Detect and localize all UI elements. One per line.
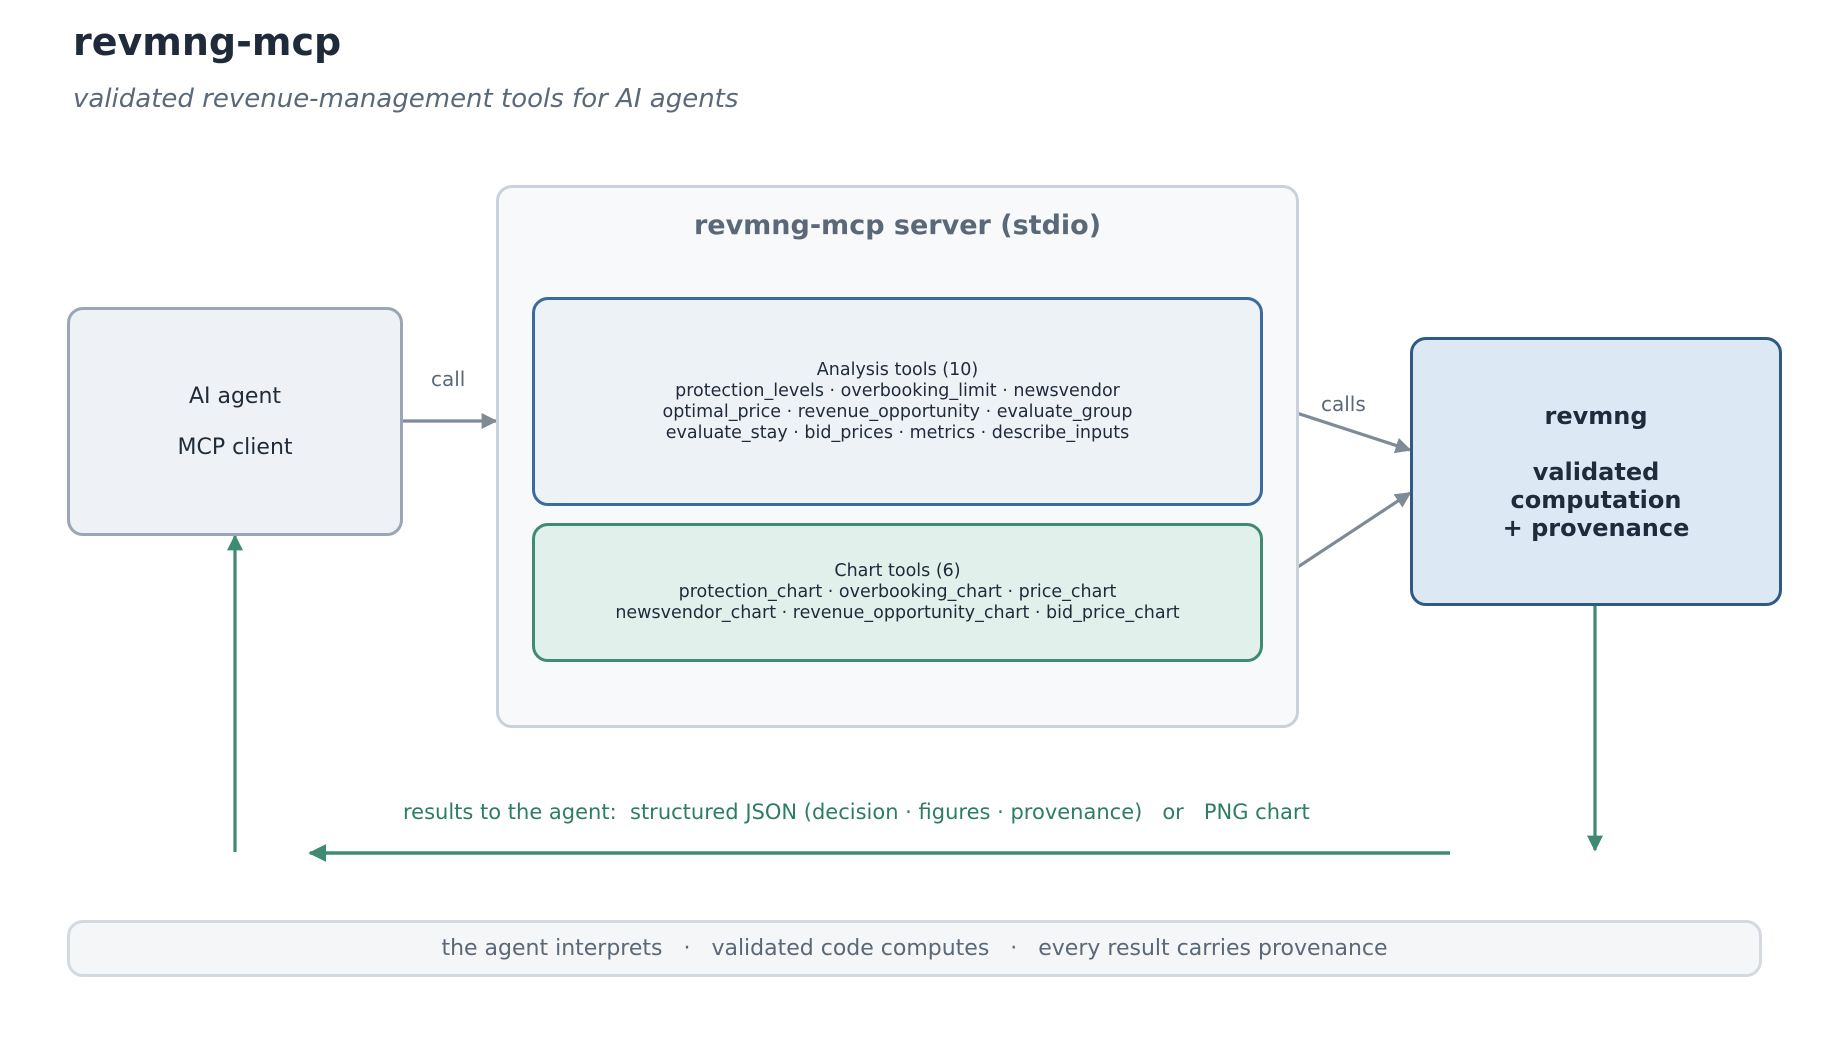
- chart-tools-line: newsvendor_chart · revenue_opportunity_c…: [615, 603, 1180, 623]
- mcp-client-label: MCP client: [177, 434, 293, 460]
- chart-tools-line: protection_chart · overbooking_chart · p…: [678, 582, 1117, 602]
- results-edge-label: results to the agent: structured JSON (d…: [403, 800, 1310, 824]
- revmng-line: validated: [1532, 457, 1660, 486]
- server-title: revmng-mcp server (stdio): [693, 210, 1102, 241]
- page-subtitle: validated revenue-management tools for A…: [73, 84, 739, 114]
- footer-banner: the agent interprets · validated code co…: [67, 920, 1762, 977]
- agent-label: AI agent: [188, 383, 282, 409]
- page-title: revmng-mcp: [73, 20, 342, 64]
- chart-tools-box: Chart tools (6) protection_chart · overb…: [532, 523, 1263, 662]
- footer-text: the agent interprets · validated code co…: [441, 936, 1388, 961]
- call-edge-label: call: [431, 367, 466, 391]
- analysis-tools-heading: Analysis tools (10): [816, 359, 979, 380]
- ai-agent-box: AI agent MCP client: [67, 307, 403, 536]
- revmng-line: + provenance: [1502, 513, 1690, 542]
- analysis-tools-line: optimal_price · revenue_opportunity · ev…: [662, 401, 1133, 422]
- revmng-name: revmng: [1544, 401, 1648, 430]
- analysis-tools-line: protection_levels · overbooking_limit · …: [675, 380, 1120, 401]
- analysis-tools-line: evaluate_stay · bid_prices · metrics · d…: [665, 422, 1130, 443]
- revmng-box: revmng validated computation + provenanc…: [1410, 337, 1782, 606]
- calls-edge-label: calls: [1321, 392, 1366, 416]
- revmng-line: computation: [1510, 485, 1682, 514]
- analysis-tools-box: Analysis tools (10) protection_levels · …: [532, 297, 1263, 506]
- chart-tools-heading: Chart tools (6): [834, 561, 961, 581]
